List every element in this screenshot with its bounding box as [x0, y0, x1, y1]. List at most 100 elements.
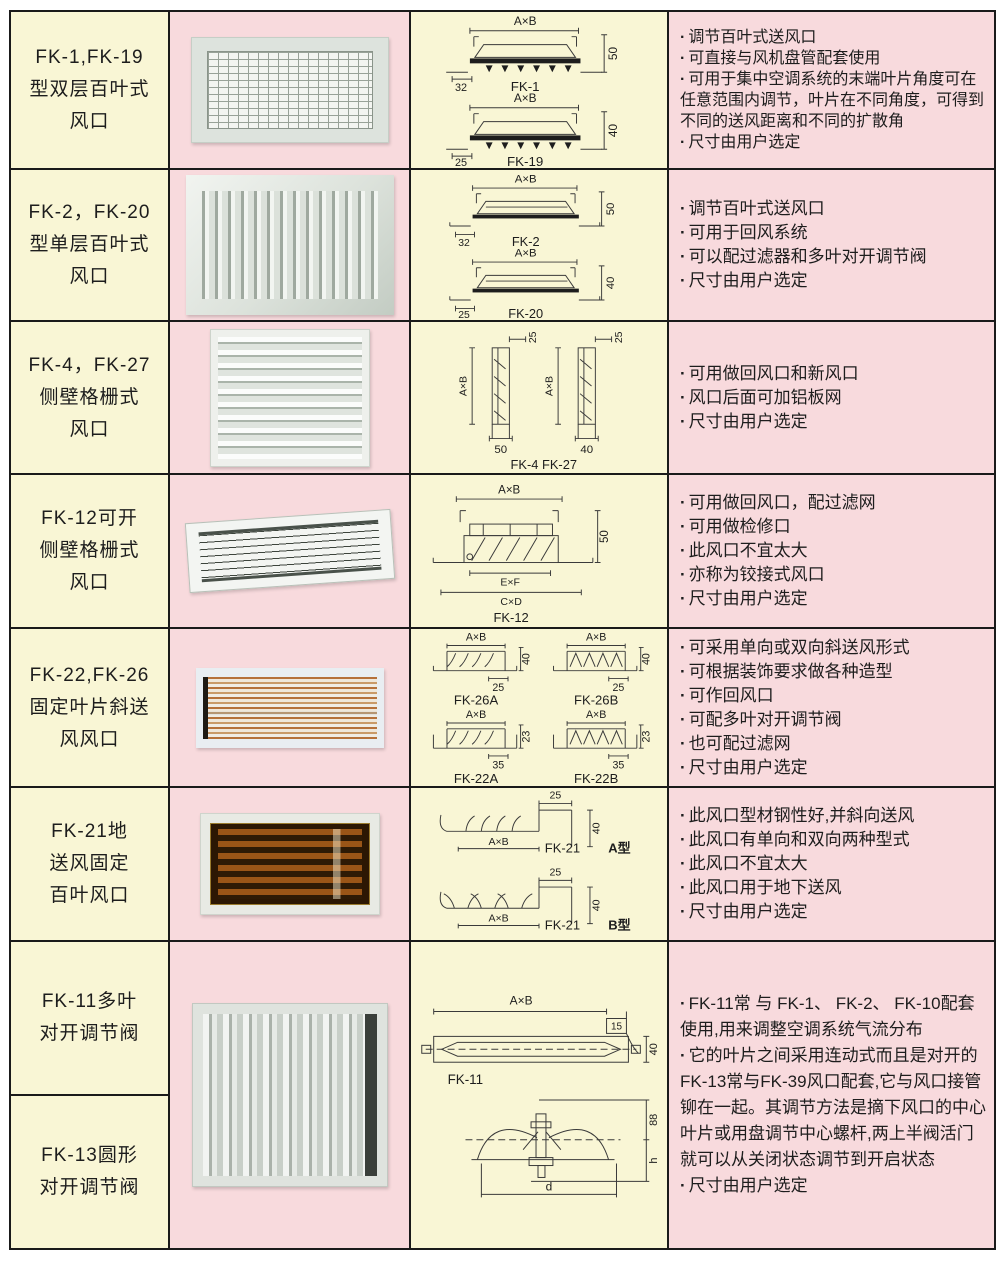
dim-label: A×B: [515, 173, 537, 185]
section-fk11: A×B 15 40 FK-11: [421, 994, 660, 1087]
dim-label: 23: [520, 731, 532, 743]
feature-item: 可以配过滤器和多叶对开调节阀: [680, 245, 988, 269]
section-fk27: A×B 25 40: [543, 331, 625, 456]
dim-label: A×B: [457, 376, 469, 396]
dim-label: 50: [494, 444, 507, 456]
product-photo-cell: [170, 170, 409, 320]
diagram-label: FK-1: [511, 79, 540, 94]
feature-item: 可根据装饰要求做各种造型: [680, 660, 988, 684]
feature-item: 尺寸由用户选定: [680, 132, 988, 153]
diagram-fk22-fk26: A×B 40 25 FK-26A A×B 40 25 FK-26B A×: [432, 632, 652, 785]
product-name-cell-fk22-fk26: FK-22,FK-26 固定叶片斜送 风风口: [11, 629, 168, 786]
diagram-type-label: B型: [608, 917, 630, 932]
dim-label: A×B: [514, 91, 537, 105]
product-photo-cell: [170, 322, 409, 473]
diagram-fk12: A×B E×F C×D 50 FK-12: [432, 484, 611, 625]
product-name-line: 风口: [69, 418, 110, 440]
feature-item: 可用做回风口，配过滤网: [680, 491, 988, 515]
photo-wall-louver-grille: [209, 328, 370, 467]
dim-label: 40: [580, 444, 593, 456]
feature-item: 此风口型材钢性好,并斜向送风: [680, 804, 988, 828]
diagram-label: FK-11: [448, 1072, 484, 1087]
dim-label: 35: [613, 760, 625, 772]
feature-item: 尺寸由用户选定: [680, 1173, 988, 1199]
diagram-label: FK-22B: [574, 771, 619, 785]
product-name-line: FK-22,FK-26: [29, 664, 150, 686]
diagram-label: FK-22A: [454, 771, 499, 785]
section-fk19: A×B 40 25 FK-19: [446, 91, 620, 167]
product-name-line: 风风口: [59, 728, 120, 750]
product-name-line: FK-21地: [51, 821, 128, 842]
product-photo-cell: [170, 942, 409, 1248]
section-fk13: 88 h d: [465, 1099, 660, 1198]
diagram-fk2-fk20: A×B 50 32 FK-2 A×B 40: [449, 173, 617, 319]
dim-label: A×B: [510, 994, 533, 1008]
feature-item: 此风口有单向和双向两种型式: [680, 828, 988, 852]
product-name-cell-fk1-fk19: FK-1,FK-19 型双层百叶式 风口: [11, 12, 168, 168]
dim-label: 25: [458, 310, 470, 319]
section-fk2: A×B 50 32 FK-2: [449, 173, 617, 249]
feature-item: 可用做检修口: [680, 515, 988, 539]
product-diagram-cell: A×B E×F C×D 50 FK-12: [411, 475, 667, 627]
catalog-table: FK-1,FK-19 型双层百叶式 风口 A×B 50 32 FK-1 A: [9, 10, 996, 1250]
grille-core: [201, 191, 378, 299]
feature-item: 可用做回风口和新风口: [680, 362, 988, 386]
dim-label: A×B: [586, 632, 606, 644]
photo-double-layer-grille: [190, 37, 389, 143]
dim-label: 32: [455, 82, 467, 94]
feature-item: 尺寸由用户选定: [680, 269, 988, 293]
feature-item: 此风口用于地下送风: [680, 876, 988, 900]
product-features-cell: 此风口型材钢性好,并斜向送风 此风口有单向和双向两种型式 此风口不宜太大 此风口…: [669, 788, 994, 940]
dim-label: A×B: [515, 247, 537, 259]
product-name-cell-fk11: FK-11多叶 对开调节阀: [11, 942, 168, 1094]
product-name-line: 风口: [69, 266, 110, 287]
grille-frame: [209, 823, 370, 905]
product-name-line: FK-12可开: [41, 508, 138, 529]
product-name-line: FK-13圆形: [41, 1145, 138, 1166]
product-name-line: 对开调节阀: [39, 1177, 140, 1198]
product-name-line: 侧壁格栅式: [39, 540, 140, 561]
dim-label: 25: [549, 867, 561, 879]
feature-item: 可用于集中空调系统的末端叶片角度可在任意范围内调节，叶片在不同角度，可得到不同的…: [680, 69, 988, 132]
diagram-label: FK-12: [493, 610, 528, 625]
dim-label: 25: [527, 331, 539, 343]
diagram-label: FK-19: [507, 154, 543, 167]
product-diagram-cell: A×B 15 40 FK-11: [411, 942, 667, 1248]
diagram-fk1-fk19: A×B 50 32 FK-1 A×B: [446, 14, 620, 167]
dim-label: 50: [599, 530, 611, 543]
dim-label: A×B: [586, 709, 606, 721]
feature-list: 调节百叶式送风口 可用于回风系统 可以配过滤器和多叶对开调节阀 尺寸由用户选定: [680, 197, 988, 293]
product-photo-cell: [170, 788, 409, 940]
diagram-label: FK-21: [545, 917, 580, 932]
feature-item: 可作回风口: [680, 684, 988, 708]
product-features-cell: FK-11常 与 FK-1、 FK-2、 FK-10配套使用,用来调整空调系统气…: [669, 942, 994, 1248]
dim-label: 50: [606, 46, 620, 60]
dim-label: 50: [605, 203, 617, 216]
feature-item: 可直接与风机盘管配套使用: [680, 48, 988, 69]
damper-core: [202, 1014, 377, 1176]
product-name-cell-fk13: FK-13圆形 对开调节阀: [11, 1096, 168, 1248]
photo-single-layer-grille: [185, 175, 394, 315]
product-diagram-cell: 25 40 A×B FK-21 A型 25 40 A×B FK-21 B型: [411, 788, 667, 940]
dim-label: h: [648, 1158, 660, 1164]
grille-core: [217, 829, 362, 899]
dim-label: A×B: [498, 484, 520, 496]
photo-opposed-blade-damper: [191, 1003, 388, 1187]
feature-item: 尺寸由用户选定: [680, 410, 988, 434]
product-name-line: FK-4，FK-27: [28, 354, 151, 376]
dim-label: 88: [648, 1114, 660, 1126]
section-fk12: A×B E×F C×D 50 FK-12: [432, 484, 611, 625]
grille-core: [217, 336, 362, 459]
dim-label: A×B: [514, 14, 537, 28]
grille-core: [206, 51, 373, 129]
diagram-label: FK-2: [512, 234, 540, 249]
dim-label: 25: [613, 682, 625, 694]
section-fk22b: A×B 23 35 FK-22B: [553, 709, 652, 785]
feature-list: 可用做回风口和新风口 风口后面可加铝板网 尺寸由用户选定: [680, 362, 988, 434]
feature-item: 此风口不宜太大: [680, 539, 988, 563]
diagram-label: FK-21: [545, 840, 580, 855]
product-name-line: 侧壁格栅式: [39, 386, 140, 408]
grille-core: [202, 676, 377, 739]
diagram-fk4-fk27: A×B 25 50 A×B 25 40 FK-4 FK-27: [457, 331, 625, 472]
feature-item: 尺寸由用户选定: [680, 900, 988, 924]
